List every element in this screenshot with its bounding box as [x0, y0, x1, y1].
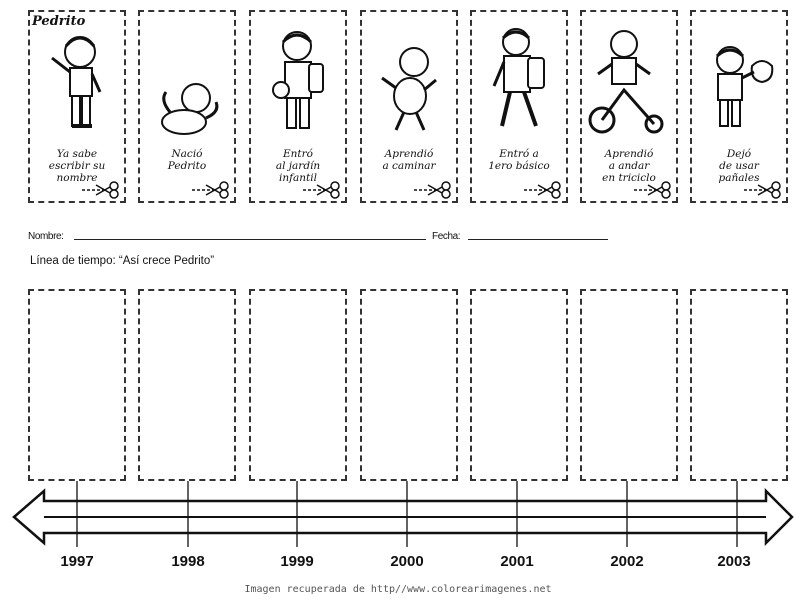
- cutout-card: Aprendió a caminar: [360, 10, 458, 203]
- year-label: 2002: [610, 553, 644, 570]
- card-caption: Entró al jardín infantil: [275, 148, 321, 184]
- year-label: 2001: [500, 553, 534, 570]
- card-caption: Aprendió a caminar: [382, 148, 436, 172]
- cutout-card: Pedrito Ya sabe escribir su nombre: [28, 10, 126, 203]
- boy-tricycle-icon: [588, 30, 664, 134]
- placement-box[interactable]: [360, 289, 458, 481]
- scissors-icon: [524, 181, 561, 199]
- pedrito-tag: Pedrito: [32, 14, 86, 29]
- scissors-icon: [634, 181, 671, 199]
- scissors-icon: [744, 181, 781, 199]
- year-label: 2003: [717, 553, 751, 570]
- placement-box[interactable]: [580, 289, 678, 481]
- boy-potty-icon: [715, 46, 774, 127]
- name-field-line[interactable]: [74, 239, 426, 240]
- card-caption: Nació Pedrito: [167, 148, 207, 172]
- scissors-icon: [192, 181, 229, 199]
- year-label: 2000: [390, 553, 424, 570]
- cutout-card: Nació Pedrito: [138, 10, 236, 203]
- card-caption: Dejó de usar pañales: [718, 148, 760, 184]
- timeline-title: Línea de tiempo: “Así crece Pedrito”: [30, 255, 215, 267]
- card-caption: Ya sabe escribir su nombre: [48, 148, 106, 184]
- year-label: 1999: [280, 553, 314, 570]
- placement-box[interactable]: [138, 289, 236, 481]
- name-label: Nombre:: [28, 231, 64, 242]
- toddler-walking-icon: [381, 47, 437, 131]
- boy-waving-icon: [51, 36, 102, 128]
- year-label: 1998: [171, 553, 205, 570]
- baby-icon: [161, 83, 219, 135]
- placement-box[interactable]: [249, 289, 347, 481]
- placement-box[interactable]: [28, 289, 126, 481]
- year-label: 1997: [60, 553, 94, 570]
- cutout-card: Dejó de usar pañales: [690, 10, 788, 203]
- scissors-icon: [303, 181, 340, 199]
- placement-box[interactable]: [690, 289, 788, 481]
- cutout-card: Entró al jardín infantil: [249, 10, 347, 203]
- scissors-icon: [414, 181, 451, 199]
- image-credit: Imagen recuperada de http//www.coloreari…: [244, 584, 552, 595]
- preschooler-backpack-icon: [272, 31, 324, 129]
- date-label: Fecha:: [432, 231, 461, 242]
- card-caption: Entró a 1ero básico: [488, 148, 550, 172]
- timeline-arrow: [12, 481, 794, 547]
- placement-box[interactable]: [470, 289, 568, 481]
- card-caption: Aprendió a andar en triciclo: [602, 148, 656, 184]
- date-field-line[interactable]: [468, 239, 608, 240]
- scissors-icon: [82, 181, 119, 199]
- cutout-card: Aprendió a andar en triciclo: [580, 10, 678, 203]
- cutout-card: Entró a 1ero básico: [470, 10, 568, 203]
- schoolboy-backpack-icon: [492, 28, 545, 127]
